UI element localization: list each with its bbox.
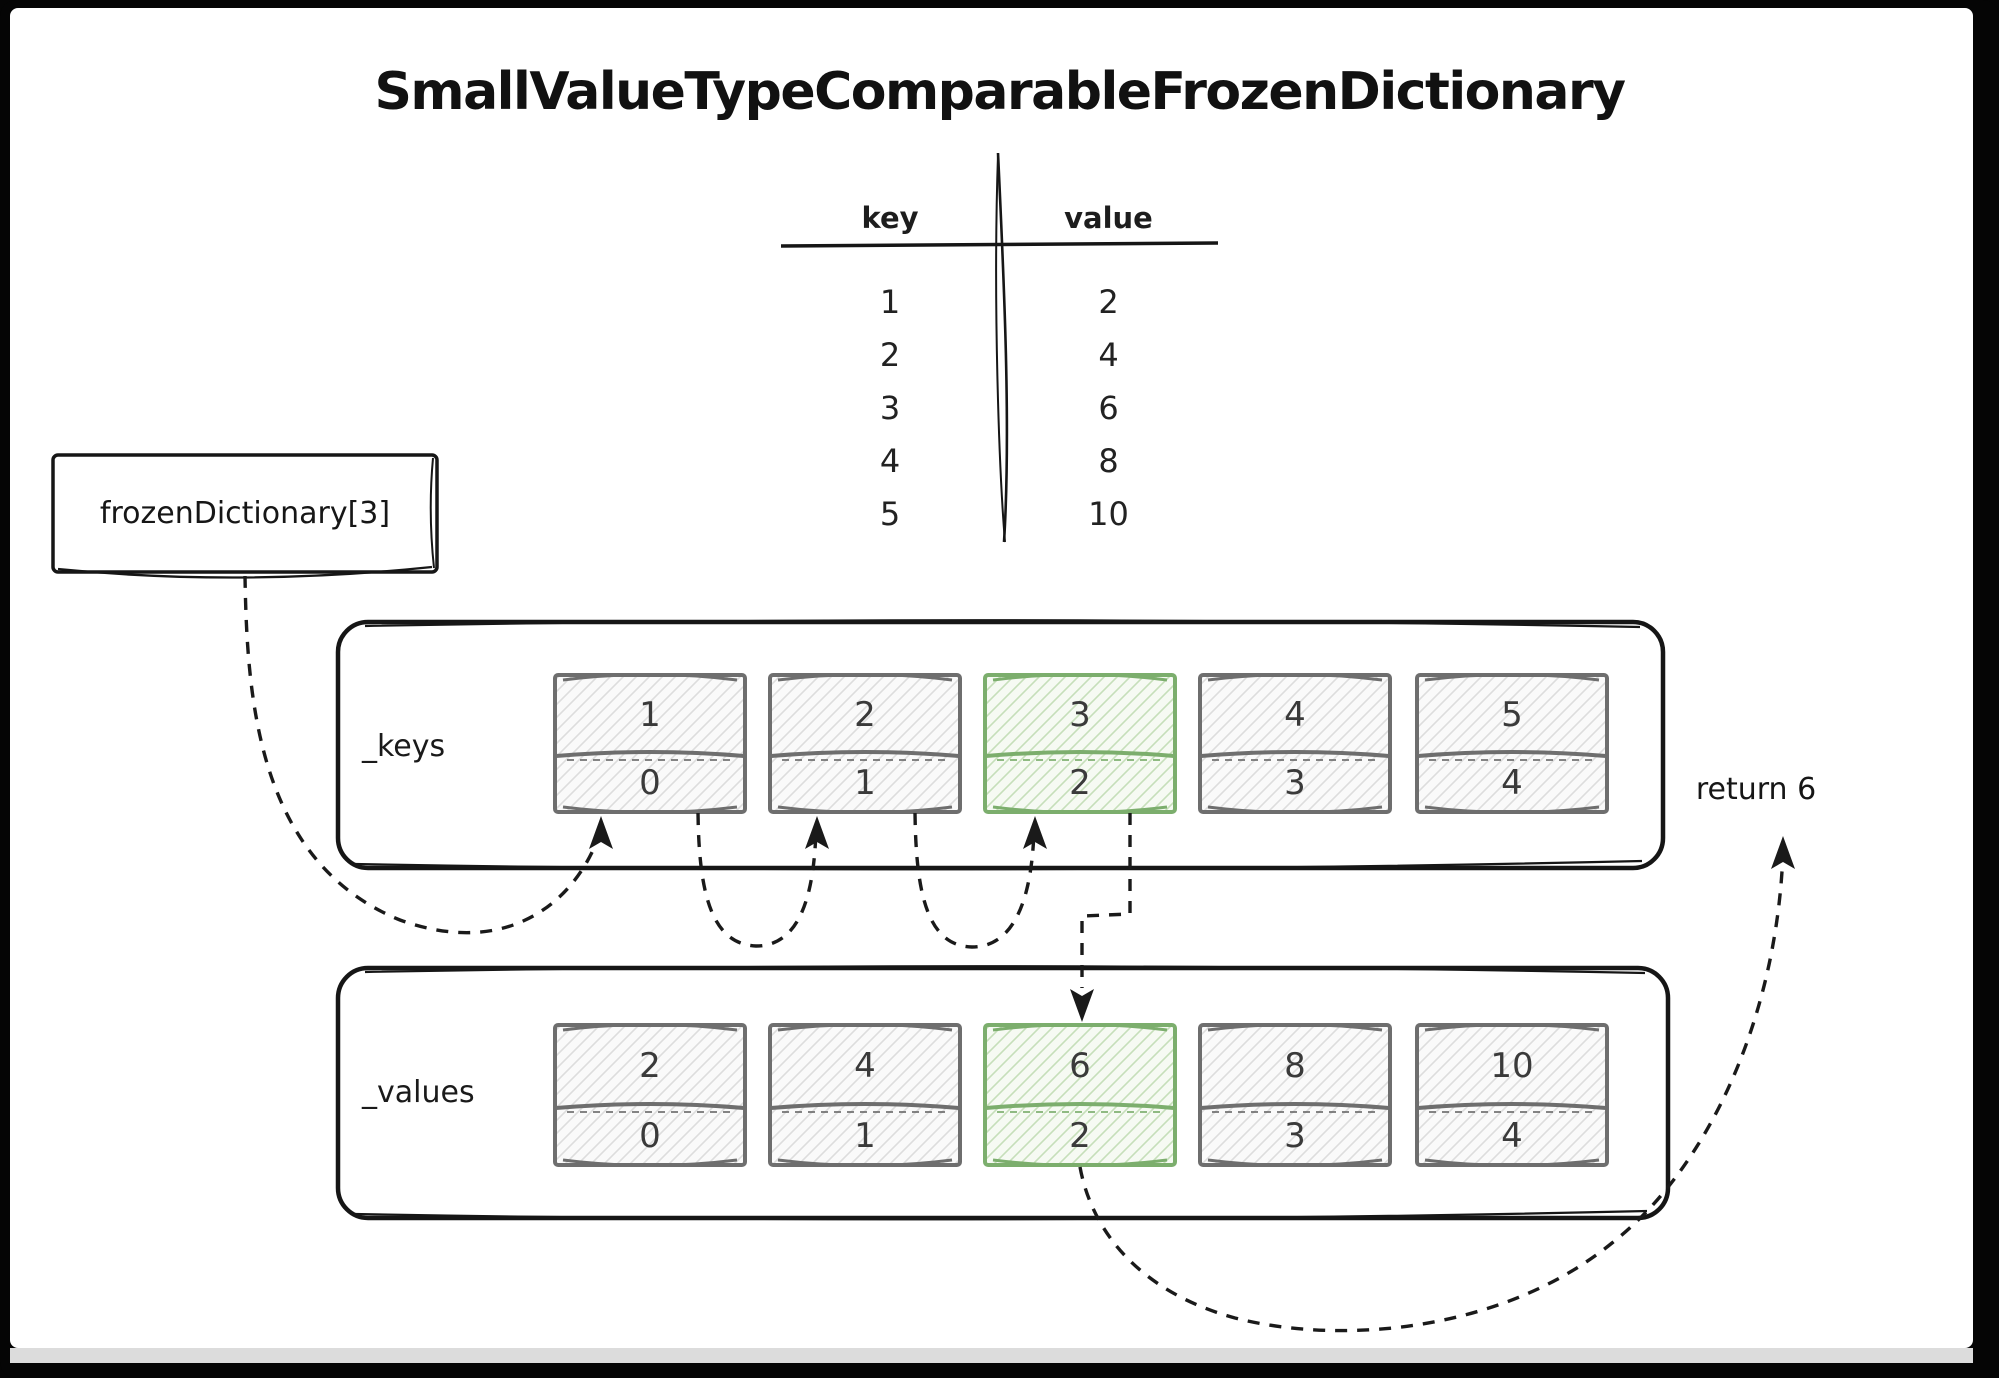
- lookup-box-label: frozenDictionary[3]: [99, 496, 391, 531]
- keys-cell-value: 3: [1069, 695, 1091, 735]
- table-row: 5 10: [781, 488, 1218, 541]
- values-cell-index: 2: [1069, 1116, 1091, 1156]
- table-cell-value: 6: [1098, 389, 1119, 427]
- table-cell-value: 8: [1098, 442, 1119, 480]
- table-cell-key: 5: [879, 495, 901, 533]
- values-cell-value: 8: [1284, 1046, 1306, 1086]
- table-cell-key: 2: [879, 336, 901, 374]
- keys-cell-value: 2: [854, 695, 876, 735]
- keys-cell-index: 2: [1069, 763, 1091, 803]
- table-header-value: value: [1064, 201, 1153, 235]
- keys-cell-index: 0: [639, 763, 661, 803]
- keys-cell-index: 1: [854, 763, 876, 803]
- table-header-key: key: [861, 201, 919, 235]
- page-title: SmallValueTypeComparableFrozenDictionary: [374, 62, 1626, 122]
- values-cell-index: 4: [1501, 1116, 1523, 1156]
- values-cell-value: 10: [1490, 1046, 1534, 1086]
- keys-cell-value: 4: [1284, 695, 1306, 735]
- values-cell-index: 1: [854, 1116, 876, 1156]
- table-cell-key: 1: [879, 283, 901, 321]
- table-cell-key: 4: [879, 442, 901, 480]
- values-cell-value: 2: [639, 1046, 661, 1086]
- table-cell-value: 2: [1098, 283, 1119, 321]
- canvas-bottom-strip: [10, 1348, 1973, 1363]
- keys-cell-value: 5: [1501, 695, 1523, 735]
- table-cell-value: 4: [1098, 336, 1119, 374]
- table-cell-value: 10: [1088, 495, 1129, 533]
- values-cell-value: 6: [1069, 1046, 1091, 1086]
- values-cell-index: 3: [1284, 1116, 1306, 1156]
- keys-cell-value: 1: [639, 695, 661, 735]
- values-array-label: _values: [362, 1075, 475, 1110]
- values-cell-index: 0: [639, 1116, 661, 1156]
- return-value-label: return 6: [1695, 772, 1817, 807]
- table-cell-key: 3: [879, 389, 901, 427]
- keys-cell-index: 4: [1501, 763, 1523, 803]
- keys-array-label: _keys: [362, 729, 446, 764]
- values-cell-value: 4: [854, 1046, 876, 1086]
- keys-cell-index: 3: [1284, 763, 1306, 803]
